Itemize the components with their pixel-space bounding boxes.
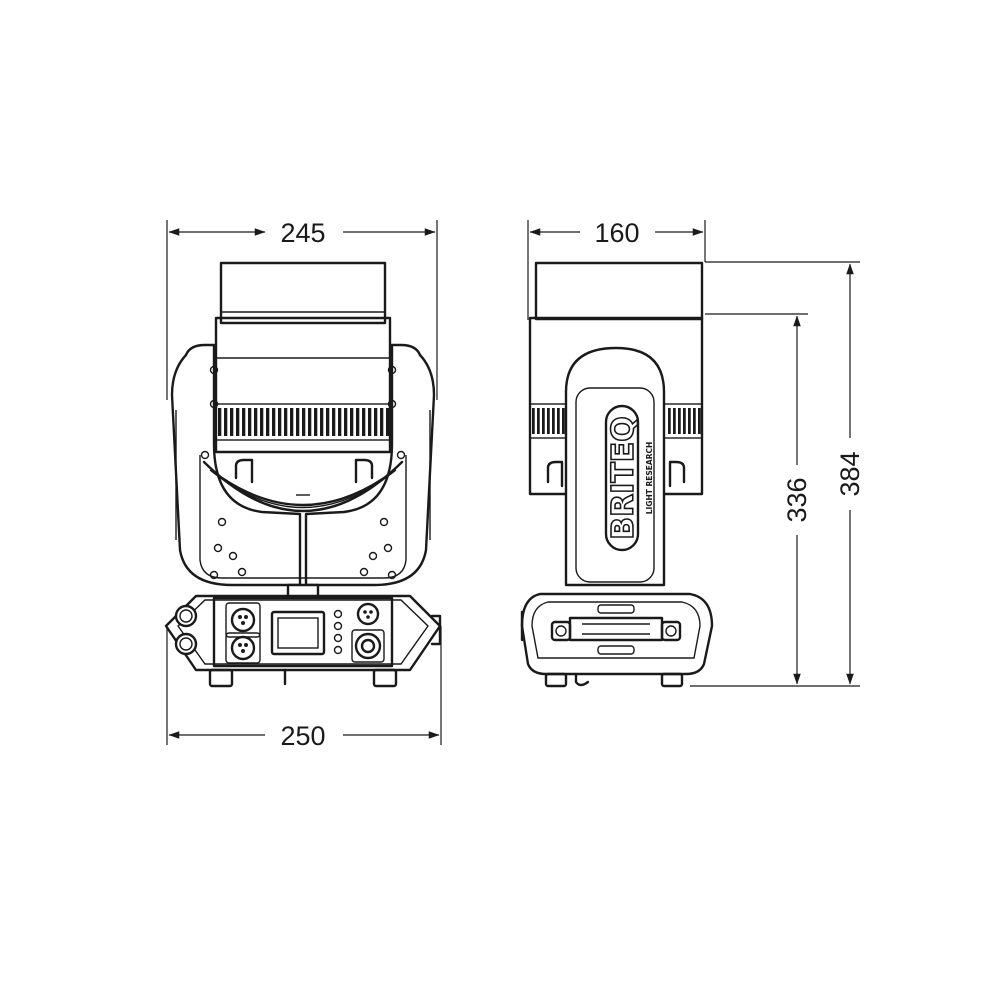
dimension-384: 384 [835, 263, 865, 685]
dimension-label-250: 250 [280, 721, 325, 751]
front-yoke-left-arm [170, 343, 302, 587]
front-connector-panel [212, 596, 394, 668]
front-cooling-fins [218, 408, 390, 436]
front-base [164, 594, 442, 672]
dimension-160: 160 [527, 218, 706, 320]
dimension-250: 250 [166, 626, 442, 751]
power-connectors [351, 602, 385, 663]
lcd-display [270, 610, 326, 656]
front-screws [200, 365, 406, 580]
side-yoke-arm [564, 346, 666, 587]
brand-logo-text: BRITEQ [606, 416, 641, 540]
front-view [164, 261, 442, 688]
side-cooling-fins [532, 408, 701, 434]
xlr-in-connector [225, 602, 261, 664]
dimension-245: 245 [166, 218, 438, 400]
dimension-label-245: 245 [280, 218, 325, 248]
dimension-label-384: 384 [835, 451, 865, 496]
front-base-knobs [174, 604, 198, 656]
front-yoke-right-arm [304, 343, 436, 587]
brand-logo: BRITEQ LIGHT RESEARCH [604, 404, 654, 552]
extension-lines [690, 261, 860, 687]
menu-buttons [333, 609, 343, 655]
side-lens-housing [534, 261, 704, 321]
dimension-336: 336 [782, 315, 812, 685]
side-view: BRITEQ LIGHT RESEARCH [520, 261, 714, 688]
dimension-label-160: 160 [594, 218, 639, 248]
front-lens-housing [219, 261, 387, 325]
dimension-label-336: 336 [782, 477, 812, 522]
brand-tagline: LIGHT RESEARCH [645, 442, 654, 515]
